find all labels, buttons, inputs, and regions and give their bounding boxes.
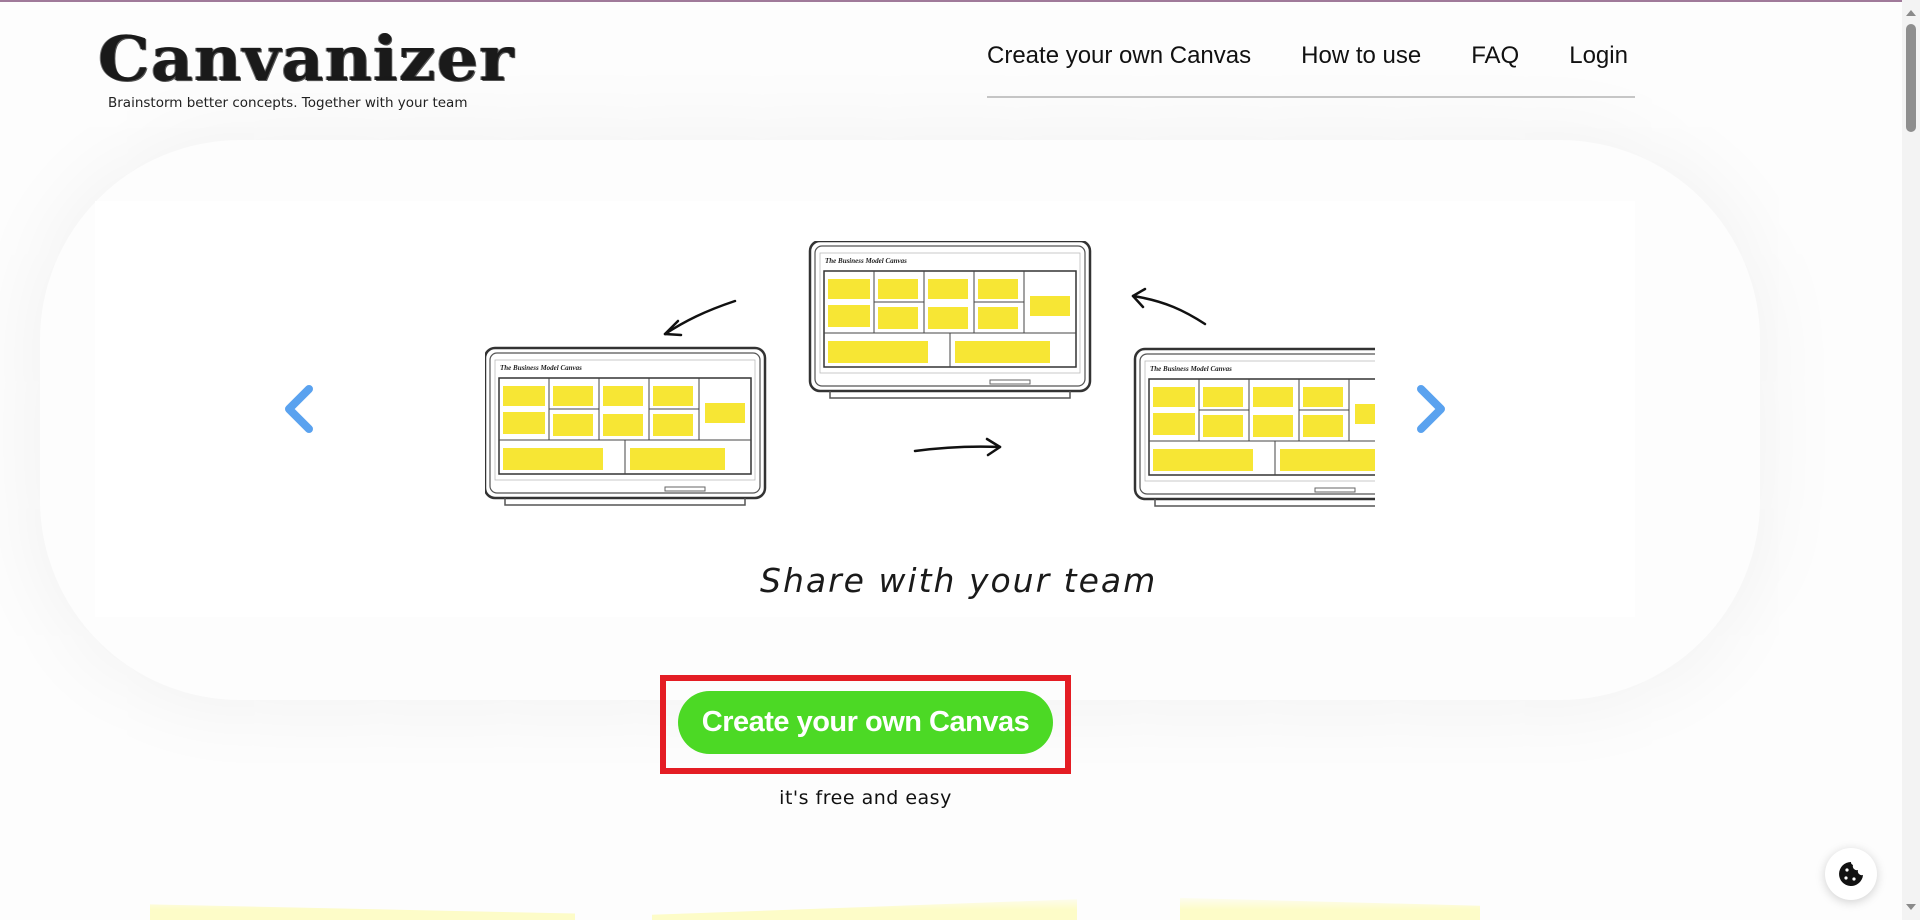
page-scrollbar[interactable] <box>1902 0 1920 920</box>
nav-faq[interactable]: FAQ <box>1471 42 1520 69</box>
create-canvas-button[interactable]: Create your own Canvas <box>678 691 1053 754</box>
top-border <box>0 0 1920 2</box>
main-nav: Create your own Canvas How to use FAQ Lo… <box>987 42 1635 98</box>
carousel-next-button[interactable] <box>1405 379 1455 439</box>
scroll-down-arrow[interactable] <box>1906 904 1916 910</box>
cta-subtext: it's free and easy <box>779 787 952 809</box>
screen-title-right: The Business Model Canvas <box>1150 365 1232 373</box>
share-illustration <box>485 241 1375 508</box>
slide-caption: Share with your team <box>760 561 1158 600</box>
logo[interactable]: Canvanizer <box>98 22 515 95</box>
chevron-right-icon <box>1417 385 1445 433</box>
nav-create-canvas[interactable]: Create your own Canvas <box>987 42 1252 69</box>
cookie-settings-button[interactable] <box>1825 848 1877 900</box>
sticky-note-preview <box>1180 897 1480 920</box>
slide-illustration: The Business Model Canvas The Business M… <box>485 241 1375 611</box>
screen-title-left: The Business Model Canvas <box>500 364 582 372</box>
chevron-left-icon <box>285 385 313 433</box>
nav-login[interactable]: Login <box>1569 42 1628 69</box>
sticky-note-preview <box>150 904 575 920</box>
nav-how-to-use[interactable]: How to use <box>1301 42 1422 69</box>
hero-carousel: The Business Model Canvas The Business M… <box>95 201 1635 617</box>
tagline: Brainstorm better concepts. Together wit… <box>108 95 468 111</box>
cta-highlight-frame <box>660 675 1071 774</box>
scrollbar-thumb[interactable] <box>1906 24 1916 132</box>
carousel-prev-button[interactable] <box>275 379 325 439</box>
screen-title-top: The Business Model Canvas <box>825 257 907 265</box>
scroll-up-arrow[interactable] <box>1906 10 1916 16</box>
cookie-icon <box>1839 862 1863 886</box>
sticky-note-preview <box>652 899 1077 920</box>
